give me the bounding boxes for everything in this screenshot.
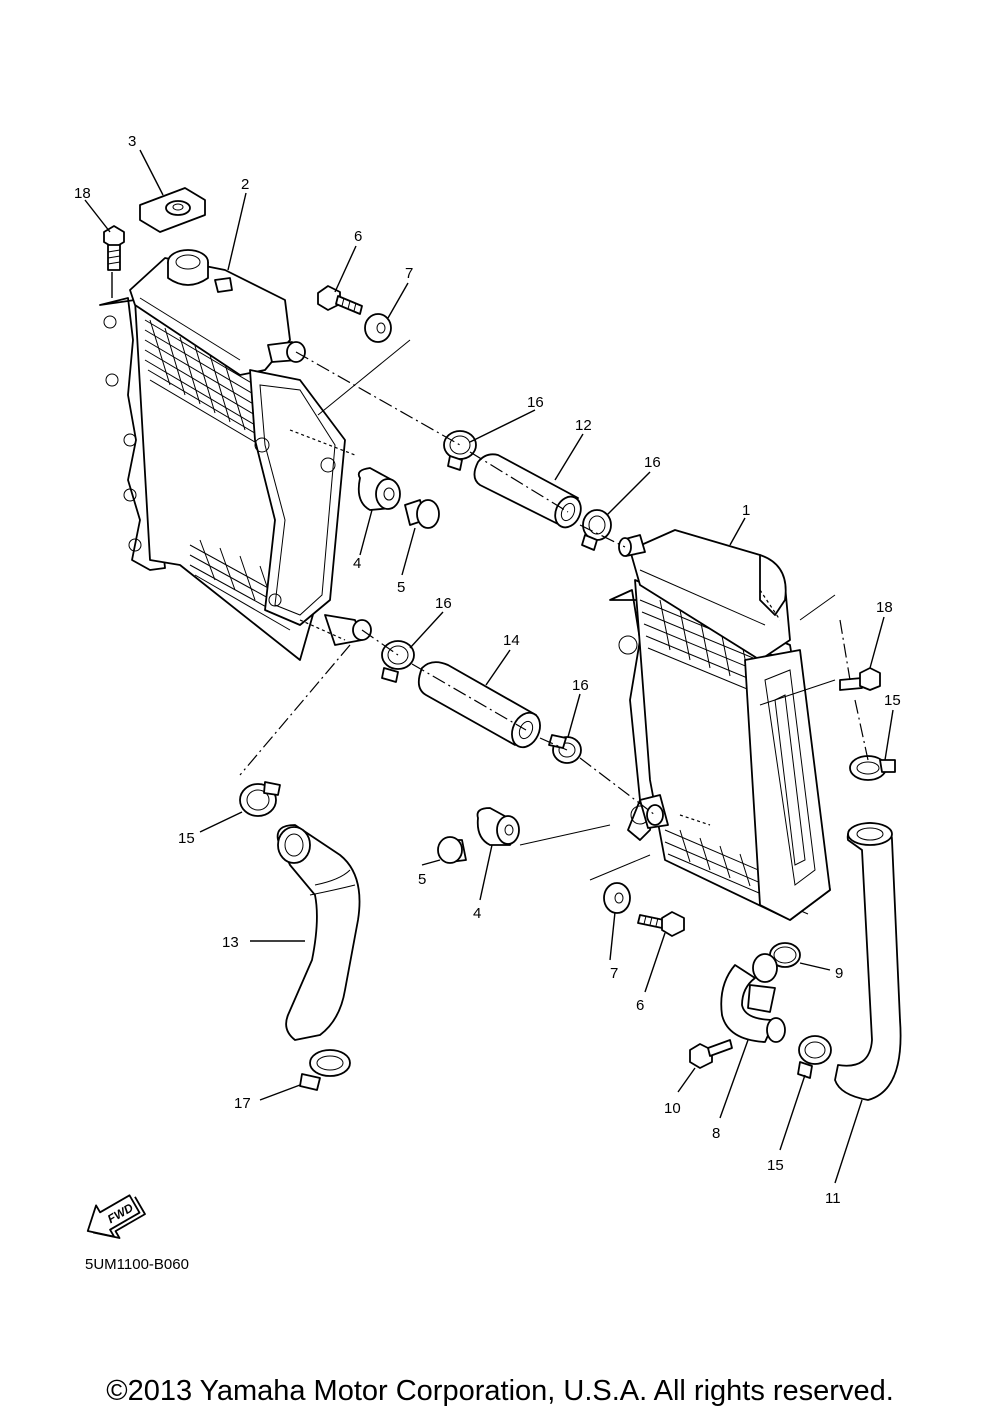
- callout-4-upper: 4: [353, 555, 361, 572]
- callout-16-c: 16: [435, 595, 452, 612]
- bolt-18-right: [839, 667, 881, 691]
- callout-3: 3: [128, 133, 136, 150]
- fwd-arrow-icon: FWD: [86, 1194, 146, 1239]
- callout-13: 13: [222, 934, 239, 951]
- collar-5-lower: [437, 836, 467, 864]
- callout-16-d: 16: [572, 677, 589, 694]
- hose-11: [834, 822, 902, 1101]
- collar-5-upper: [404, 499, 440, 529]
- clamp-16-b: [581, 509, 612, 551]
- callout-18-right: 18: [876, 599, 893, 616]
- callout-18-left: 18: [74, 185, 91, 202]
- grommet-4-lower: [476, 807, 520, 846]
- callout-6-lower: 6: [636, 997, 644, 1014]
- callout-12: 12: [575, 417, 592, 434]
- callout-6-upper: 6: [354, 228, 362, 245]
- callout-16-b: 16: [644, 454, 661, 471]
- callout-10: 10: [664, 1100, 681, 1117]
- clamp-16-a: [443, 430, 477, 471]
- left-radiator: [99, 249, 372, 661]
- clamp-15-upper-right: [849, 755, 896, 781]
- radiator-cap: [139, 187, 206, 233]
- washer-7-lower: [603, 882, 631, 914]
- hose-14: [417, 661, 541, 749]
- callout-15-left: 15: [178, 830, 195, 847]
- callout-1: 1: [742, 502, 750, 519]
- bolt-10: [689, 1039, 733, 1069]
- callout-5-upper: 5: [397, 579, 405, 596]
- clamp-17: [299, 1049, 351, 1091]
- pipe-8: [720, 953, 786, 1043]
- leader-lines: [84, 149, 894, 1184]
- clamp-15-left: [239, 781, 281, 817]
- callout-15-right-lower: 15: [767, 1157, 784, 1174]
- clamp-15-lower-right: [797, 1035, 832, 1079]
- grommet-4-upper: [357, 467, 401, 511]
- callout-11: 11: [825, 1190, 841, 1207]
- callout-16-a: 16: [527, 394, 544, 411]
- left-radiator-mesh: [144, 319, 291, 631]
- callout-7-lower: 7: [610, 965, 618, 982]
- callout-15-right-upper: 15: [884, 692, 901, 709]
- callouts: 1 2 3 4 4 5 5 6 6 7 7 8 9 10 11 12 13 14…: [74, 133, 901, 1207]
- callout-7-upper: 7: [405, 265, 413, 282]
- center-lines: [239, 339, 869, 881]
- washer-7-upper: [364, 313, 392, 343]
- copyright-notice: ©2013 Yamaha Motor Corporation, U.S.A. A…: [106, 1375, 894, 1407]
- hose-13: [276, 824, 361, 1041]
- callout-9: 9: [835, 965, 843, 982]
- callout-5-lower: 5: [418, 871, 426, 888]
- bolt-18-left: [103, 225, 125, 271]
- callout-8: 8: [712, 1125, 720, 1142]
- bolt-6-lower: [637, 911, 685, 937]
- bolt-6-upper: [317, 285, 363, 315]
- callout-14: 14: [503, 632, 520, 649]
- hose-12: [473, 453, 582, 529]
- callout-17: 17: [234, 1095, 251, 1112]
- callout-2: 2: [241, 176, 249, 193]
- diagram-code: 5UM1100-B060: [85, 1256, 189, 1273]
- right-radiator: [609, 529, 831, 921]
- callout-4-lower: 4: [473, 905, 481, 922]
